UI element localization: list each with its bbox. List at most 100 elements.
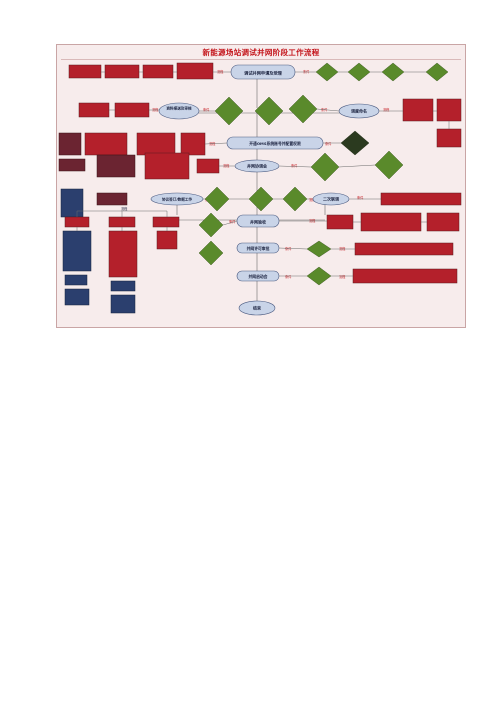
connector-line — [278, 247, 308, 250]
connector-label: 条件 — [325, 141, 332, 146]
process-box — [196, 158, 220, 174]
connector-label: 流程 — [383, 107, 390, 112]
connector-label: 二次联调 — [323, 196, 339, 202]
decision-diamond — [204, 186, 230, 212]
connector-line — [222, 220, 238, 226]
flowchart-frame: 新能源场站调试并网阶段工作流程 — [56, 44, 466, 328]
process-box — [108, 216, 136, 228]
connector-label: 开通OMS系统账号并配置权限 — [249, 141, 301, 146]
decision-diamond — [315, 62, 339, 82]
process-box — [78, 102, 110, 118]
process-box — [108, 230, 138, 278]
row4-diamonds — [310, 150, 404, 182]
process-box — [136, 132, 176, 156]
main-step-coordination: 并网协调会 — [234, 159, 280, 173]
dark-diamond — [340, 130, 370, 156]
connector-label: 流程 — [309, 197, 316, 202]
main-step-startup: 并网启动会 — [236, 270, 280, 282]
process-box — [436, 98, 462, 122]
row-connectors — [101, 71, 450, 277]
main-step-acceptance: 并网验收 — [236, 214, 280, 228]
page-title: 新能源场站调试并网阶段工作流程 — [202, 48, 320, 57]
connector-label: 流程 — [223, 163, 230, 168]
main-step-apply: 调试并网申请及受理 — [230, 64, 296, 80]
main-step-end: 结束 — [238, 300, 276, 316]
row3-boxes — [58, 132, 206, 156]
flow-label: 流程 — [217, 69, 224, 74]
process-box — [176, 62, 214, 80]
main-step-naming: 调度命名 — [338, 103, 380, 119]
connector-label: 条件 — [357, 195, 364, 200]
title-divider — [61, 59, 461, 60]
step-ellipse — [238, 300, 276, 316]
row5-boxes — [60, 188, 128, 218]
connector-label: 条件 — [203, 107, 210, 112]
connector-label: 条件 — [229, 219, 236, 224]
process-box — [64, 274, 88, 286]
row2-diamonds — [214, 94, 318, 126]
connector-label: 并网许可审批 — [247, 246, 270, 251]
connector-label: 并网验收 — [250, 219, 266, 225]
process-box — [64, 288, 90, 306]
connector-label: 流程 — [121, 206, 128, 211]
process-box — [114, 102, 150, 118]
row1-boxes — [68, 62, 214, 80]
row1-diamonds — [315, 62, 449, 82]
startup-box — [352, 268, 458, 284]
process-box — [156, 230, 178, 250]
row4-boxes — [58, 152, 220, 180]
left-stack-connectors — [76, 210, 168, 231]
process-box — [64, 216, 90, 228]
process-box — [104, 64, 140, 79]
connector-label: 流程 — [309, 218, 316, 223]
process-box — [152, 216, 180, 228]
process-box — [58, 158, 86, 172]
decision-diamond — [310, 152, 340, 182]
process-box — [60, 188, 84, 218]
decision-diamond — [282, 186, 308, 212]
main-step-agreement: 协议签订/数据工作 — [150, 192, 204, 206]
process-box — [62, 230, 92, 272]
step-label: 调试并网申请及受理 — [244, 70, 283, 77]
row5-diamonds — [204, 186, 308, 212]
main-step-joint-debug: 二次联调 — [312, 192, 350, 206]
decision-diamond — [214, 96, 244, 126]
decision-diamond — [425, 62, 449, 82]
row2-boxes — [78, 98, 462, 148]
approval-diamond — [306, 240, 332, 258]
connector-label: 条件 — [291, 163, 298, 168]
decision-diamond — [347, 62, 371, 82]
flowchart-canvas: 流程 调试并网申请及受理 条件 流程 资料报送及审核 条件 — [58, 62, 462, 316]
step-ellipse — [150, 192, 204, 206]
process-box — [142, 64, 174, 79]
startup-diamond — [306, 266, 332, 286]
process-box — [402, 98, 434, 122]
acceptance-diamonds — [198, 212, 224, 266]
process-box — [144, 152, 190, 180]
connector-line — [316, 108, 340, 112]
connector-label: 结束 — [252, 305, 262, 311]
process-box — [436, 128, 462, 148]
process-box — [426, 212, 460, 232]
main-step-oms: 开通OMS系统账号并配置权限 — [226, 136, 324, 150]
process-box — [96, 154, 136, 178]
process-box — [180, 132, 206, 156]
connector-label: 协议签订/数据工作 — [162, 197, 192, 202]
connector-line — [338, 164, 376, 168]
step-ellipse — [158, 102, 200, 120]
decision-diamond — [198, 212, 224, 238]
process-box — [110, 294, 136, 314]
connector-label: 条件 — [303, 69, 310, 74]
acceptance-boxes — [326, 212, 460, 232]
connector-label: 流程 — [152, 107, 159, 112]
connector-label: 并网协调会 — [247, 163, 267, 169]
process-box — [96, 192, 128, 206]
decision-diamond — [374, 150, 404, 180]
decision-diamond — [198, 240, 224, 266]
process-box — [326, 214, 354, 230]
connector-label: 调度命名 — [351, 108, 367, 114]
decision-diamond — [288, 94, 318, 124]
joint-debug-box — [380, 192, 462, 206]
process-box — [84, 132, 128, 156]
connector-line — [278, 165, 312, 168]
